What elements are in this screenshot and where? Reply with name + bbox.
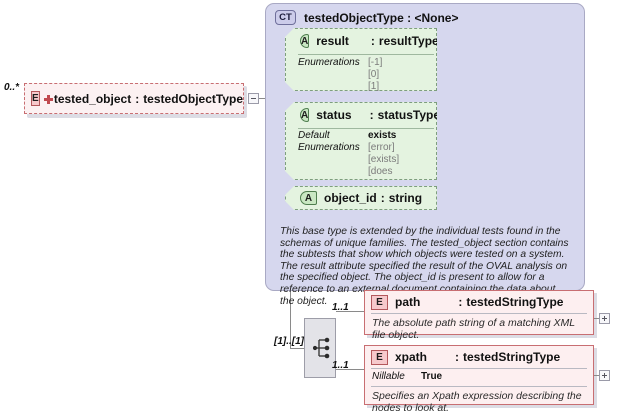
- root-element-header: E tested_object : testedObjectType: [25, 84, 243, 113]
- root-element-tested-object[interactable]: E tested_object : testedObjectType: [24, 83, 244, 114]
- attribute-status-divider: [298, 128, 434, 129]
- prop-value-1: [0]: [368, 69, 380, 80]
- attribute-badge-icon: A: [301, 109, 309, 121]
- attribute-object-id-name: object_id: [324, 191, 377, 205]
- xpath-cardinality-label: 1..1: [332, 360, 349, 371]
- attribute-result-properties: Enumerations [-1] [0] [1]: [298, 57, 360, 69]
- attribute-object-id-separator: :: [380, 191, 385, 205]
- prop-label-enumerations: Enumerations: [298, 142, 360, 153]
- connector-spine-to-sequence: [290, 348, 304, 349]
- element-xpath-name: xpath: [395, 350, 428, 364]
- attribute-status-header: A status : statusType: [295, 106, 436, 124]
- element-path-header: E path : testedStringType: [365, 291, 593, 313]
- element-path-separator: :: [458, 295, 463, 309]
- prop-value-2: [1]: [368, 81, 380, 92]
- connector-seq-to-path: [336, 311, 364, 312]
- root-element-name: tested_object: [53, 91, 132, 106]
- prop-value-0: [-1]: [368, 57, 383, 68]
- attribute-status[interactable]: A status : statusType Default exists Enu…: [285, 102, 437, 180]
- root-element-separator: :: [135, 91, 140, 106]
- attribute-badge-icon: A: [300, 191, 317, 205]
- attribute-result-name: result: [316, 34, 349, 48]
- attribute-object-id-header: A object_id : string: [295, 189, 436, 207]
- element-badge-icon: E: [371, 294, 388, 310]
- element-xpath[interactable]: E xpath : testedStringType Nillable True…: [364, 345, 594, 414]
- plus-icon[interactable]: [43, 94, 54, 104]
- element-xpath-properties: Nillable True: [365, 369, 593, 386]
- path-cardinality-label: 1..1: [332, 302, 349, 313]
- element-xpath-type: testedStringType: [463, 350, 561, 364]
- element-badge-icon: E: [371, 349, 388, 365]
- connector-seq-to-xpath: [336, 369, 364, 370]
- prop-value-nillable: True: [421, 371, 443, 382]
- root-cardinality-label: 0..*: [4, 82, 20, 93]
- element-badge-icon: E: [31, 91, 40, 106]
- connector-path-toggle: [594, 318, 599, 319]
- element-path-documentation: The absolute path string of a matching X…: [372, 317, 575, 341]
- complex-type-documentation: This base type is extended by the indivi…: [280, 226, 569, 307]
- prop-label-enumerations: Enumerations: [298, 57, 360, 68]
- prop-value-default: exists: [368, 130, 397, 141]
- path-expand-toggle[interactable]: [599, 313, 610, 324]
- prop-label-default: Default: [298, 130, 330, 141]
- element-xpath-divider: [371, 368, 587, 369]
- prop-value-1: [exists]: [368, 154, 400, 165]
- attribute-status-name: status: [316, 108, 352, 122]
- element-path-type: testedStringType: [466, 295, 564, 309]
- attribute-result-type: resultType: [378, 34, 439, 48]
- element-xpath-header: E xpath : testedStringType: [365, 346, 593, 368]
- attribute-status-separator: :: [369, 108, 374, 122]
- root-collapse-toggle[interactable]: [248, 93, 259, 104]
- element-xpath-separator: :: [455, 350, 460, 364]
- element-xpath-documentation: Specifies an Xpath expression describing…: [372, 390, 582, 414]
- attribute-object-id-type: string: [388, 191, 423, 205]
- prop-value-0: [error]: [368, 142, 395, 153]
- complex-type-header: CT testedObjectType : <None>: [266, 4, 584, 25]
- root-element-type: testedObjectType: [143, 91, 243, 106]
- element-path-name: path: [395, 295, 421, 309]
- sequence-compositor[interactable]: [304, 318, 336, 378]
- prop-label-nillable: Nillable: [372, 371, 405, 382]
- complex-type-title: testedObjectType : <None>: [304, 10, 459, 25]
- attribute-status-type: statusType: [377, 108, 441, 122]
- attribute-result-divider: [298, 54, 434, 55]
- attribute-badge-icon: A: [301, 35, 309, 47]
- xpath-expand-toggle[interactable]: [599, 370, 610, 381]
- sequence-icon: [313, 337, 330, 359]
- element-path-divider: [371, 313, 587, 314]
- attribute-object-id[interactable]: A object_id : string: [285, 186, 437, 210]
- sequence-cardinality-label: [1]..[1]: [274, 336, 304, 347]
- complextype-badge-icon: CT: [275, 10, 296, 25]
- attribute-result-separator: :: [370, 34, 375, 48]
- element-xpath-divider-2: [371, 386, 587, 387]
- element-path[interactable]: E path : testedStringType The absolute p…: [364, 290, 594, 341]
- attribute-result-header: A result : resultType: [295, 32, 436, 50]
- connector-xpath-toggle: [594, 375, 599, 376]
- attribute-result[interactable]: A result : resultType Enumerations [-1] …: [285, 28, 437, 91]
